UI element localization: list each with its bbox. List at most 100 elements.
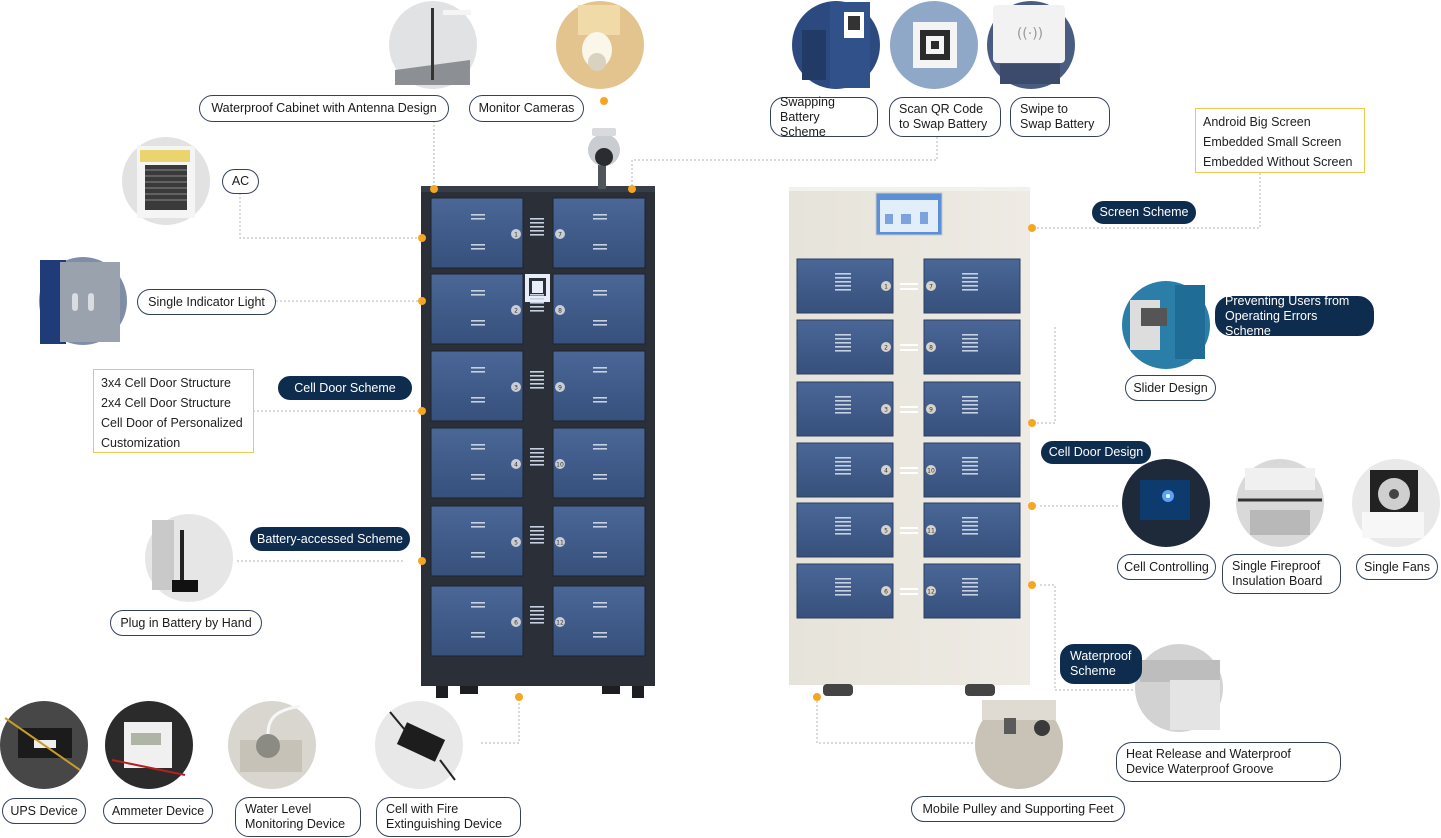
door-number: 4 xyxy=(514,462,518,469)
label-ups: UPS Device xyxy=(2,798,86,824)
label-fire-ext-text: Cell with Fire Extinguishing Device xyxy=(386,802,503,831)
locker-door xyxy=(430,505,524,577)
label-battery-accessed: Battery-accessed Scheme xyxy=(250,527,410,551)
label-plug-in: Plug in Battery by Hand xyxy=(110,610,262,636)
locker-door xyxy=(552,427,646,499)
label-cell-door-scheme: Cell Door Scheme xyxy=(278,376,412,400)
plug-photo xyxy=(145,514,233,602)
label-cell-controlling: Cell Controlling xyxy=(1117,554,1216,580)
door-number: 11 xyxy=(556,540,564,547)
label-single-indicator: Single Indicator Light xyxy=(137,289,276,315)
cell-door-option: 3x4 Cell Door Structure xyxy=(101,376,231,390)
heat-release-photo xyxy=(1135,644,1223,732)
photo-circles: ((·)) xyxy=(0,1,1440,789)
ac-photo xyxy=(122,137,210,225)
label-swipe-swap-text: Swipe to Swap Battery xyxy=(1020,102,1095,131)
ups-photo xyxy=(0,701,88,789)
label-waterproof-cabinet: Waterproof Cabinet with Antenna Design xyxy=(199,95,449,122)
fans-photo xyxy=(1352,459,1440,547)
fireproof-photo xyxy=(1236,459,1324,547)
door-number: 5 xyxy=(514,540,518,547)
door-number: 9 xyxy=(558,385,562,392)
locker-door xyxy=(552,505,646,577)
cell-door-option: Customization xyxy=(101,436,181,450)
door-number: 10 xyxy=(927,468,935,475)
label-heat-release-text: Heat Release and Waterproof Device Water… xyxy=(1126,747,1291,776)
label-swapping-battery: Swapping Battery Scheme xyxy=(770,94,878,139)
camera-photo xyxy=(556,1,644,89)
label-waterproof-scheme-text: Waterproof Scheme xyxy=(1070,649,1132,678)
door-number: 12 xyxy=(927,589,935,596)
label-ac: AC xyxy=(222,169,259,194)
water-level-photo xyxy=(228,701,316,789)
label-mobile-pulley: Mobile Pulley and Supporting Feet xyxy=(911,796,1125,822)
screen-option: Embedded Small Screen xyxy=(1203,135,1342,149)
indicator-photo xyxy=(39,257,127,345)
door-number: 1 xyxy=(884,284,888,291)
label-fire-ext: Cell with Fire Extinguishing Device xyxy=(376,797,521,837)
locker-door xyxy=(430,350,524,422)
door-number: 1 xyxy=(514,232,518,239)
locker-door xyxy=(430,273,524,345)
door-number: 3 xyxy=(884,407,888,414)
screen-option: Android Big Screen xyxy=(1203,115,1311,129)
label-preventing: Preventing Users from Operating Errors S… xyxy=(1215,293,1374,338)
label-swipe-swap: Swipe to Swap Battery xyxy=(1010,97,1110,137)
door-number: 6 xyxy=(884,589,888,596)
door-number: 8 xyxy=(929,345,933,352)
label-monitor-cameras: Monitor Cameras xyxy=(469,95,584,122)
label-heat-release: Heat Release and Waterproof Device Water… xyxy=(1116,742,1341,782)
cell-door-option: Cell Door of Personalized xyxy=(101,416,243,430)
label-slider: Slider Design xyxy=(1125,375,1216,401)
locker-door xyxy=(552,350,646,422)
door-number: 12 xyxy=(556,620,564,627)
swapping-photo xyxy=(792,1,880,89)
label-water-level: Water Level Monitoring Device xyxy=(235,797,361,837)
door-number: 6 xyxy=(514,620,518,627)
label-screen-scheme: Screen Scheme xyxy=(1092,201,1196,224)
label-fireproof: Single Fireproof Insulation Board xyxy=(1222,554,1341,594)
cell-controlling-photo xyxy=(1122,459,1210,547)
label-scan-qr-text: Scan QR Code to Swap Battery xyxy=(899,102,988,131)
swipe-photo: ((·)) xyxy=(987,1,1075,89)
locker-door xyxy=(796,502,894,558)
svg-text:((·)): ((·)) xyxy=(1017,26,1043,42)
door-number: 4 xyxy=(884,468,888,475)
locker-door xyxy=(430,585,524,657)
label-preventing-text: Preventing Users from Operating Errors S… xyxy=(1225,293,1350,338)
label-ammeter: Ammeter Device xyxy=(103,798,213,824)
dark-locker-cabinet: 1 7 2 8 3 9 4 10 5 11 6 12 xyxy=(421,128,655,698)
locker-door xyxy=(430,427,524,499)
beige-locker-cabinet: 1 7 2 8 3 9 4 10 5 11 6 12 xyxy=(789,187,1030,696)
door-number: 3 xyxy=(514,385,518,392)
locker-door xyxy=(552,273,646,345)
ammeter-photo xyxy=(105,701,193,789)
door-number: 2 xyxy=(884,345,888,352)
door-number: 7 xyxy=(558,232,562,239)
label-scan-qr: Scan QR Code to Swap Battery xyxy=(889,97,1001,137)
screen-option: Embedded Without Screen xyxy=(1203,155,1353,169)
label-water-level-text: Water Level Monitoring Device xyxy=(245,802,346,831)
label-waterproof-scheme: Waterproof Scheme xyxy=(1060,644,1142,684)
connector-lines xyxy=(237,121,1261,744)
door-number: 11 xyxy=(927,528,935,535)
screen-options-box: Android Big Screen Embedded Small Screen… xyxy=(1195,108,1365,173)
label-swapping-battery-text: Swapping Battery Scheme xyxy=(780,94,835,139)
label-fans: Single Fans xyxy=(1356,554,1438,580)
cell-door-option: 2x4 Cell Door Structure xyxy=(101,396,231,410)
locker-door xyxy=(430,197,524,269)
locker-door xyxy=(552,197,646,269)
fire-ext-photo xyxy=(375,701,463,789)
label-fireproof-text: Single Fireproof Insulation Board xyxy=(1232,559,1323,588)
label-cell-door-design: Cell Door Design xyxy=(1041,441,1151,464)
door-number: 9 xyxy=(929,407,933,414)
door-number: 5 xyxy=(884,528,888,535)
pulley-photo xyxy=(975,700,1063,789)
door-number: 8 xyxy=(558,308,562,315)
door-number: 2 xyxy=(514,308,518,315)
marker-dots xyxy=(418,97,1036,701)
slider-photo xyxy=(1122,281,1210,369)
door-number: 10 xyxy=(556,462,564,469)
door-number: 7 xyxy=(929,284,933,291)
